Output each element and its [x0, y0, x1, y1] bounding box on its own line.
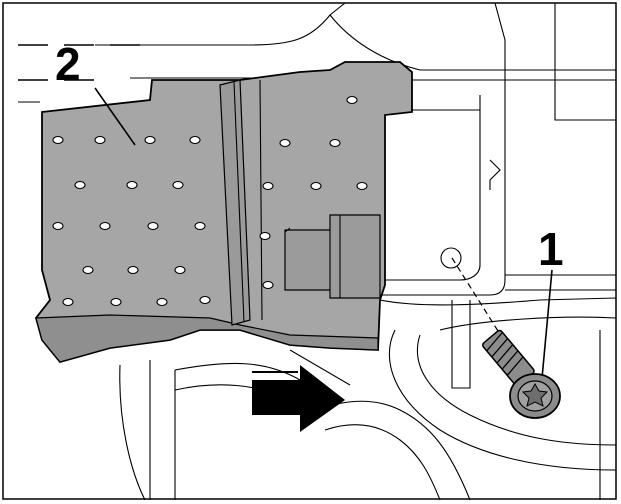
underbody-panel — [35, 61, 413, 364]
callout-label-1: 1 — [538, 223, 564, 275]
torx-bolt-icon — [482, 329, 561, 419]
callout-label-2: 2 — [55, 38, 81, 90]
arrow-right-icon — [252, 365, 345, 432]
callout-2-leader — [94, 87, 136, 146]
